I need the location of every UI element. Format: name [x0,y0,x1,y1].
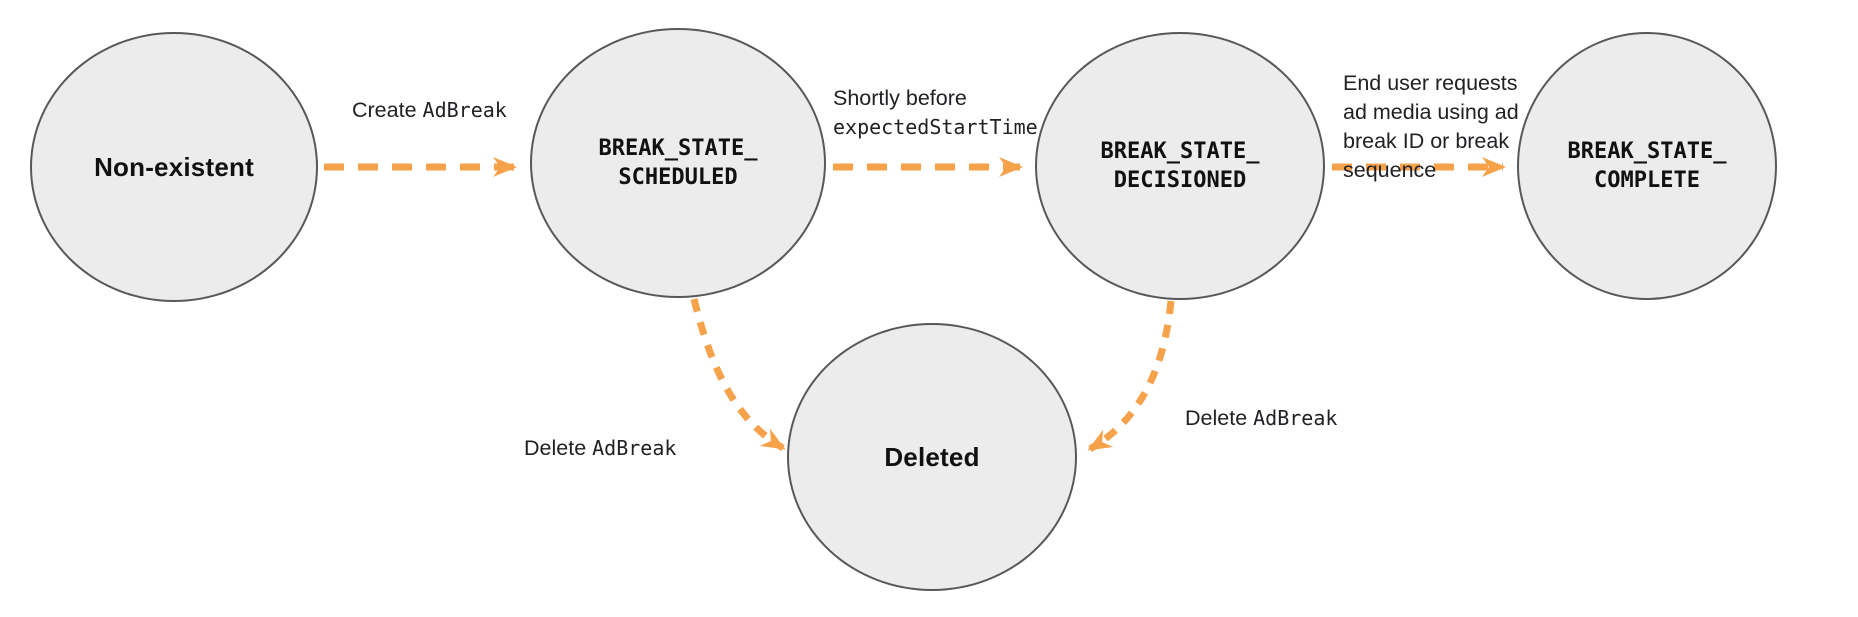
state-node-break-state-decisioned: BREAK_STATE_ DECISIONED [1035,32,1325,300]
edge-label-text: Delete [524,436,587,460]
arrow-delete-adbreak-from-decisioned [1087,300,1175,453]
edge-label-delete-adbreak-right: Delete AdBreak [1185,404,1337,433]
state-node-non-existent: Non-existent [30,32,318,302]
state-node-label: BREAK_STATE_ DECISIONED [1100,139,1260,193]
edge-label-text: End user requests ad media using ad brea… [1343,71,1519,182]
state-node-label: Deleted [884,441,980,472]
edge-label-code: AdBreak [1253,406,1338,430]
edge-label-shortly-before: Shortly before expectedStartTime [833,84,1038,142]
edge-label-text: Delete [1185,406,1248,430]
state-node-deleted: Deleted [787,323,1077,591]
edge-label-text: Create [352,98,417,122]
edge-label-code: AdBreak [592,436,677,460]
edge-label-code: AdBreak [422,98,507,122]
edge-label-delete-adbreak-left: Delete AdBreak [524,434,676,463]
edge-label-text: Shortly before [833,86,967,110]
arrow-delete-adbreak-from-scheduled [690,298,786,452]
state-node-label: Non-existent [94,151,254,182]
edge-label-code: expectedStartTime [833,115,1038,139]
edge-label-end-user-requests: End user requests ad media using ad brea… [1343,40,1583,185]
edge-label-create-adbreak: Create AdBreak [352,96,507,125]
state-node-label: BREAK_STATE_ COMPLETE [1567,139,1727,193]
state-node-break-state-complete: BREAK_STATE_ COMPLETE [1517,32,1777,300]
state-node-label: BREAK_STATE_ SCHEDULED [598,136,758,190]
state-node-break-state-scheduled: BREAK_STATE_ SCHEDULED [530,28,826,298]
